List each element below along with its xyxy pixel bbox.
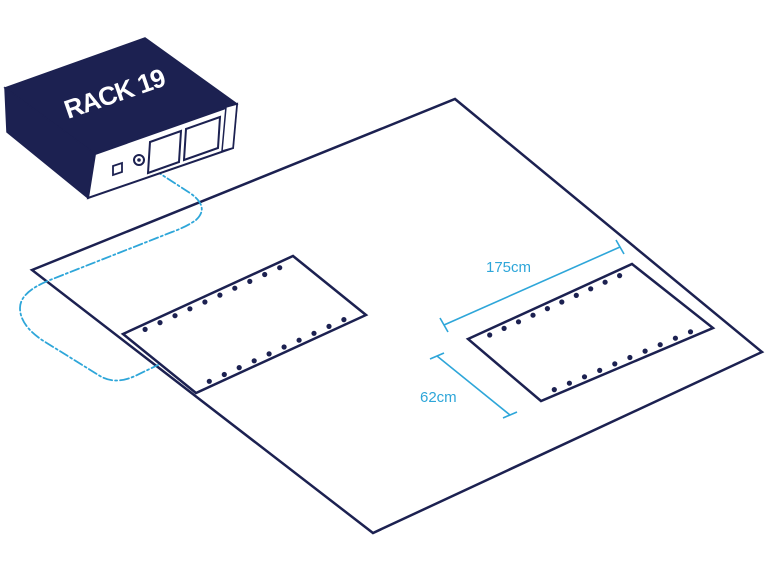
mounting-hole bbox=[551, 387, 557, 393]
left-pad-outline bbox=[120, 254, 369, 395]
mounting-hole bbox=[251, 358, 257, 364]
mounting-hole bbox=[672, 335, 679, 341]
mounting-hole bbox=[573, 292, 579, 298]
width-tick-end bbox=[502, 411, 518, 419]
mounting-hole bbox=[544, 306, 551, 312]
width-dimension-line bbox=[436, 355, 511, 416]
mounting-hole bbox=[642, 348, 648, 354]
mounting-hole bbox=[597, 367, 603, 373]
rack-front-panel-2 bbox=[182, 115, 222, 162]
mounting-hole bbox=[515, 319, 522, 325]
mounting-hole bbox=[501, 325, 507, 331]
width-dimension: 62cm bbox=[420, 352, 518, 419]
right-pad bbox=[465, 262, 716, 403]
floor-plate bbox=[29, 97, 765, 535]
mounting-hole bbox=[206, 378, 212, 384]
mounting-hole bbox=[588, 286, 594, 292]
mounting-hole bbox=[247, 278, 253, 284]
width-tick-start bbox=[429, 352, 445, 360]
mounting-hole bbox=[232, 285, 238, 291]
mounting-hole bbox=[277, 265, 283, 271]
mounting-hole bbox=[559, 299, 565, 305]
mounting-hole bbox=[142, 326, 148, 332]
mounting-hole bbox=[326, 323, 332, 329]
mounting-hole bbox=[617, 273, 623, 279]
mounting-hole bbox=[221, 371, 227, 378]
mounting-hole bbox=[530, 312, 536, 318]
mounting-hole bbox=[566, 380, 573, 386]
length-tick-start bbox=[439, 317, 449, 333]
mounting-hole bbox=[281, 344, 287, 350]
rack-unit: RACK 19 bbox=[3, 37, 239, 200]
mounting-hole bbox=[172, 313, 178, 319]
rack-connector-port-inner bbox=[137, 158, 141, 162]
length-dimension-line bbox=[443, 246, 621, 326]
mounting-hole bbox=[266, 351, 272, 357]
mounting-hole bbox=[296, 337, 302, 343]
mounting-hole bbox=[157, 320, 163, 326]
mounting-hole bbox=[262, 271, 268, 278]
width-label: 62cm bbox=[420, 389, 457, 406]
mounting-hole bbox=[202, 299, 208, 305]
mounting-hole bbox=[612, 361, 618, 367]
mounting-hole bbox=[581, 374, 588, 380]
right-pad-outline bbox=[465, 262, 716, 403]
mounting-hole bbox=[217, 292, 223, 298]
mounting-hole bbox=[341, 317, 347, 323]
connection-cable bbox=[19, 159, 203, 382]
length-label: 175cm bbox=[486, 259, 531, 276]
mounting-hole bbox=[627, 354, 633, 361]
rack-mounting-ear bbox=[221, 102, 238, 153]
mounting-hole bbox=[602, 279, 608, 285]
length-dimension: 175cm bbox=[439, 239, 625, 333]
mounting-hole bbox=[657, 342, 663, 348]
left-pad-holes bbox=[142, 265, 347, 384]
length-tick-end bbox=[615, 239, 625, 255]
left-pad bbox=[120, 254, 369, 395]
mounting-hole bbox=[687, 329, 694, 335]
rack-power-switch bbox=[112, 161, 123, 177]
rack-front-panel-1 bbox=[146, 129, 183, 175]
right-pad-holes bbox=[487, 273, 694, 393]
mounting-hole bbox=[236, 365, 242, 371]
mounting-hole bbox=[311, 330, 317, 336]
mounting-hole bbox=[187, 306, 193, 312]
mounting-hole bbox=[487, 332, 493, 338]
